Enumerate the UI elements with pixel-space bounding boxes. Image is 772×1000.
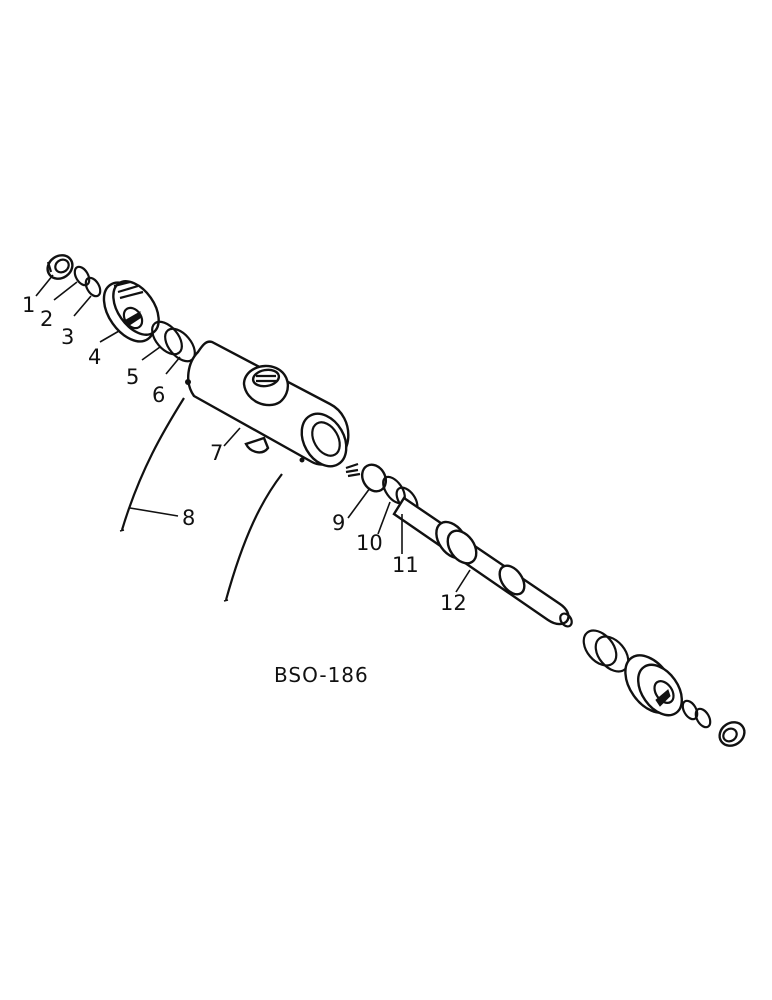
callout-3: 3 xyxy=(61,325,74,349)
part-9-spool-end xyxy=(345,462,388,493)
figure-reference-code: BSO-186 xyxy=(274,663,369,687)
right-piston xyxy=(624,654,684,717)
callout-8: 8 xyxy=(182,506,195,530)
callout-4: 4 xyxy=(88,345,101,369)
callout-7: 7 xyxy=(210,441,223,465)
callout-11: 11 xyxy=(392,553,419,577)
right-o-rings xyxy=(681,699,712,729)
callout-5: 5 xyxy=(126,365,139,389)
callout-2: 2 xyxy=(40,307,53,331)
callouts: 1 2 3 4 5 6 7 8 9 10 11 12 xyxy=(22,293,467,615)
part-4-piston xyxy=(102,280,160,343)
part-3-o-ring xyxy=(84,276,102,298)
part-2-o-ring xyxy=(73,265,91,287)
part-5-o-ring xyxy=(151,320,183,356)
part-12-spool xyxy=(392,496,573,628)
leader-lines xyxy=(35,274,471,593)
callout-12: 12 xyxy=(440,591,467,615)
part-8-tubes xyxy=(119,397,283,602)
callout-1: 1 xyxy=(22,293,35,317)
part-7-valve-body xyxy=(185,340,350,468)
right-cap-nut xyxy=(718,721,746,747)
callout-6: 6 xyxy=(152,383,165,407)
part-1-cap-nut xyxy=(46,254,74,280)
callout-10: 10 xyxy=(356,531,383,555)
callout-9: 9 xyxy=(332,511,345,535)
